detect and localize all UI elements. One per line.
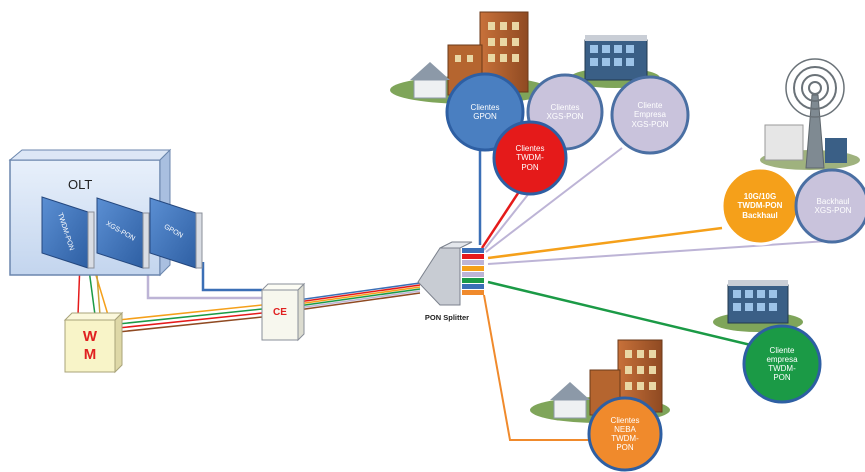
trunk-ce-splitter bbox=[297, 282, 421, 311]
cell-tower bbox=[760, 58, 860, 170]
olt-card-xgs bbox=[96, 197, 150, 269]
node-gpon-label: Clientes GPON bbox=[470, 102, 500, 121]
node-empresa-xgs bbox=[610, 75, 690, 155]
node-backhaul-xgs bbox=[794, 168, 865, 244]
splitter-label: PON Splitter bbox=[424, 312, 470, 322]
line-neba bbox=[483, 294, 610, 441]
olt-title: OLT bbox=[68, 176, 93, 192]
wm-box bbox=[63, 311, 124, 374]
building-right-office bbox=[713, 280, 803, 332]
splitter-ports bbox=[462, 248, 484, 295]
ce-box bbox=[260, 282, 306, 342]
line-empresa-twdm bbox=[487, 280, 756, 348]
node-neba-label: Clientes NEBA TWDM- PON bbox=[610, 415, 640, 453]
wm-label: W M bbox=[82, 328, 98, 363]
olt-card-twdm bbox=[41, 196, 95, 269]
olt-card-gpon bbox=[149, 197, 203, 269]
node-backhaul-xgs-label: Backhaul XGS-PON bbox=[814, 196, 852, 215]
line-backhaul-xgs bbox=[487, 239, 843, 265]
line-empresa-xgs bbox=[485, 147, 623, 253]
line-olt-gpon-ce bbox=[201, 262, 262, 292]
connection-lines bbox=[77, 130, 843, 441]
node-backhaul-twdm-label: 10G/10G TWDM-PON Backhaul bbox=[737, 192, 783, 220]
node-xgs-label: Clientes XGS-PON bbox=[546, 102, 584, 121]
node-empresa-twdm bbox=[742, 324, 822, 404]
node-twdm-label: Clientes TWDM- PON bbox=[515, 144, 545, 172]
client-circles bbox=[445, 72, 865, 472]
line-backhaul-twdm bbox=[487, 226, 723, 260]
pon-splitter bbox=[417, 241, 484, 306]
node-twdm bbox=[492, 120, 568, 196]
trunk-wm-ce bbox=[117, 304, 263, 333]
node-empresa-twdm-label: Cliente empresa TWDM- PON bbox=[766, 345, 798, 383]
ce-label: CE bbox=[273, 307, 287, 319]
node-empresa-xgs-label: Cliente Empresa XGS-PON bbox=[631, 101, 669, 129]
node-neba bbox=[587, 396, 663, 472]
